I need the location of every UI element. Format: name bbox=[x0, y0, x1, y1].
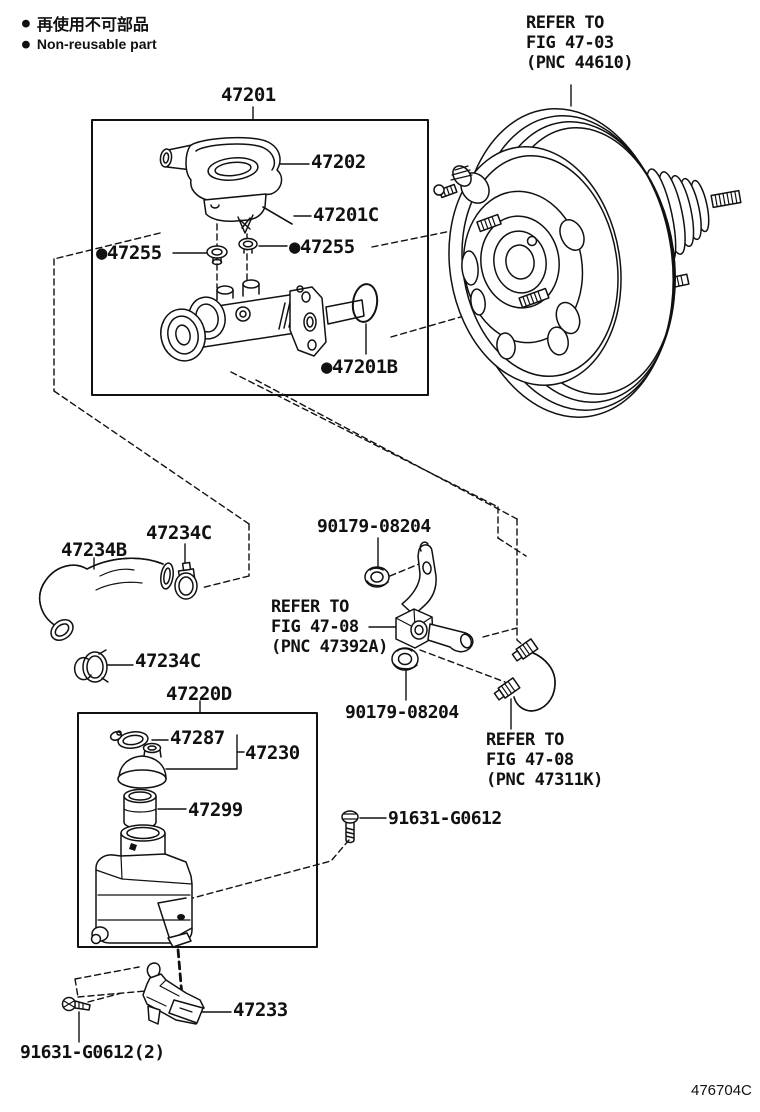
part-label-47220d[interactable]: 47220D bbox=[166, 683, 232, 705]
part-label-47234c-upper[interactable]: 47234C bbox=[146, 522, 212, 544]
nut-upper-drawing bbox=[364, 566, 390, 588]
mount-bracket-drawing bbox=[61, 962, 205, 1025]
clamp-upper-drawing bbox=[174, 561, 198, 600]
master-cylinder-drawing bbox=[160, 279, 365, 362]
oring-drawing bbox=[351, 283, 379, 323]
part-label-47234b[interactable]: 47234B bbox=[61, 539, 127, 561]
refer-line: (PNC 47311K) bbox=[486, 770, 603, 790]
part-label-47255-left[interactable]: ●47255 bbox=[96, 242, 162, 264]
refer-line: REFER TO bbox=[526, 13, 604, 33]
legend-jp-text: 再使用不可部品 bbox=[36, 15, 149, 34]
bolt-drawing bbox=[341, 810, 359, 844]
nut-lower-drawing bbox=[391, 647, 419, 671]
part-label-47255-right[interactable]: ●47255 bbox=[289, 236, 355, 258]
assembly-dashed-lines bbox=[53, 213, 528, 998]
legend-row-en: ● Non-reusable part bbox=[22, 36, 157, 52]
hose-drawing bbox=[38, 557, 174, 641]
part-label-47233[interactable]: 47233 bbox=[233, 999, 288, 1021]
refer-line: FIG 47-08 bbox=[271, 617, 359, 637]
refer-note-bracket: REFER TO FIG 47-08 (PNC 47392A) bbox=[271, 597, 388, 657]
refer-line: FIG 47-08 bbox=[486, 750, 574, 770]
pin-47201c-drawing bbox=[262, 206, 293, 225]
part-label-91631[interactable]: 91631-G0612 bbox=[388, 808, 502, 829]
refer-line: (PNC 44610) bbox=[526, 53, 634, 73]
leader-lines bbox=[78, 84, 572, 1043]
part-label-91631-2[interactable]: 91631-G0612(2) bbox=[20, 1042, 165, 1063]
legend-en-text: Non-reusable part bbox=[36, 36, 157, 52]
float-drawing bbox=[123, 788, 157, 830]
non-reusable-dot-icon: ● bbox=[22, 15, 30, 31]
reservoir-cap-subassy-drawing bbox=[159, 136, 283, 234]
part-label-90179-lower[interactable]: 90179-08204 bbox=[345, 702, 459, 723]
figure-code: 476704C bbox=[691, 1082, 752, 1099]
part-label-47202[interactable]: 47202 bbox=[311, 151, 366, 173]
part-label-47230[interactable]: 47230 bbox=[245, 742, 300, 764]
refer-line: REFER TO bbox=[271, 597, 349, 617]
grommet-right-drawing bbox=[238, 237, 258, 254]
reservoir-cap-drawing bbox=[117, 742, 167, 789]
refer-line: FIG 47-03 bbox=[526, 33, 614, 53]
part-label-47201[interactable]: 47201 bbox=[221, 84, 276, 106]
damper-bracket-drawing bbox=[395, 541, 474, 653]
clamp-lower-drawing bbox=[73, 649, 109, 683]
part-label-47201c[interactable]: 47201C bbox=[313, 204, 379, 226]
cap-gasket-drawing bbox=[109, 730, 149, 749]
refer-note-booster: REFER TO FIG 47-03 (PNC 44610) bbox=[526, 13, 634, 73]
reservoir-tank-drawing bbox=[90, 824, 193, 948]
non-reusable-dot-icon: ● bbox=[22, 36, 30, 52]
part-label-47201b[interactable]: ●47201B bbox=[321, 356, 398, 378]
part-label-47287[interactable]: 47287 bbox=[170, 727, 225, 749]
kit-47201-box bbox=[91, 119, 429, 396]
refer-line: (PNC 47392A) bbox=[271, 637, 388, 657]
brake-pipe-drawing bbox=[493, 638, 556, 712]
refer-line: REFER TO bbox=[486, 730, 564, 750]
part-label-47299[interactable]: 47299 bbox=[188, 799, 243, 821]
legend-row-jp: ● 再使用不可部品 bbox=[22, 11, 149, 35]
refer-note-pipe: REFER TO FIG 47-08 (PNC 47311K) bbox=[486, 730, 603, 790]
reservoir-47220d-box bbox=[77, 712, 318, 948]
brake-booster-drawing bbox=[433, 108, 742, 418]
grommet-left-drawing bbox=[206, 245, 228, 266]
part-label-47234c-lower[interactable]: 47234C bbox=[135, 650, 201, 672]
part-label-90179-upper[interactable]: 90179-08204 bbox=[317, 516, 431, 537]
